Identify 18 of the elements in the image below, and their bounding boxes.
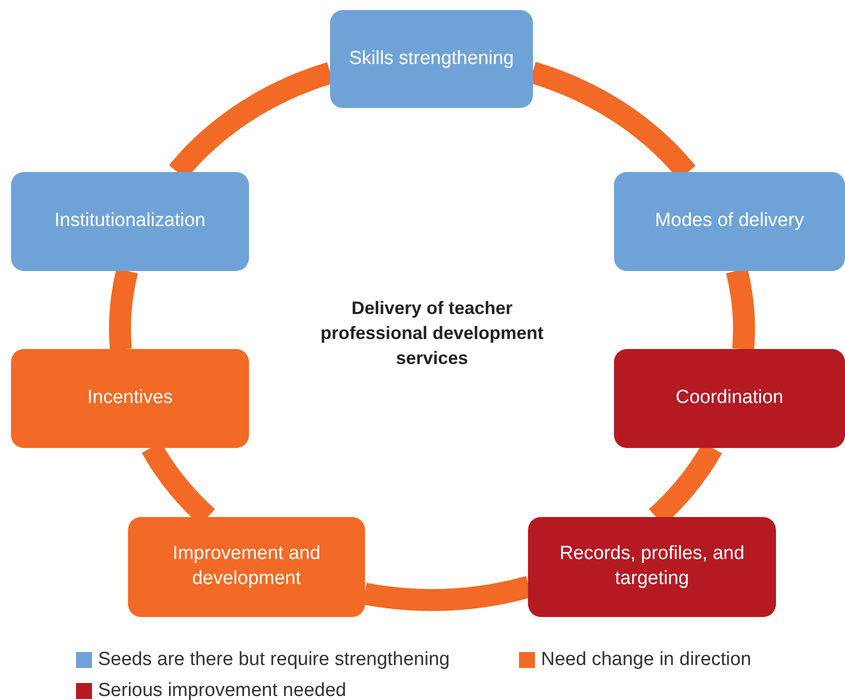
category-box: [330, 10, 533, 108]
category-box: [528, 517, 776, 617]
box-label: Institutionalization: [54, 209, 206, 234]
category-box: [11, 349, 249, 448]
legend-label: Need change in direction: [541, 649, 752, 671]
box-label: Improvement and development: [172, 542, 322, 591]
category-box: [128, 517, 365, 617]
legend-label: Serious improvement needed: [98, 680, 346, 700]
legend-label: Seeds are there but require strengthening: [98, 649, 450, 671]
box-label: Modes of delivery: [655, 209, 804, 234]
category-box: [614, 349, 845, 448]
box-label: Records, profiles, and targeting: [558, 542, 746, 591]
box-label: Coordination: [676, 386, 784, 410]
box-label: Incentives: [87, 386, 173, 410]
category-box: [614, 172, 845, 271]
category-box: [11, 172, 249, 271]
center-title: Delivery of teacher professional development services: [319, 297, 545, 370]
box-label: Skills strengthening: [349, 46, 514, 71]
